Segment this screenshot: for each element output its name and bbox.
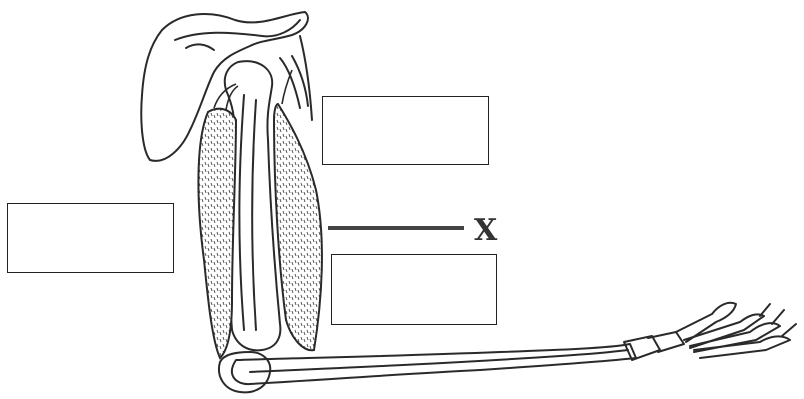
label-box-left[interactable] <box>7 203 174 273</box>
left-muscle <box>198 109 236 358</box>
label-box-upper-right[interactable] <box>322 96 489 165</box>
label-box-lower-right[interactable] <box>331 254 497 325</box>
right-muscle <box>274 104 322 350</box>
pointer-label-x: X <box>474 213 497 248</box>
wrist-bones <box>624 336 660 360</box>
